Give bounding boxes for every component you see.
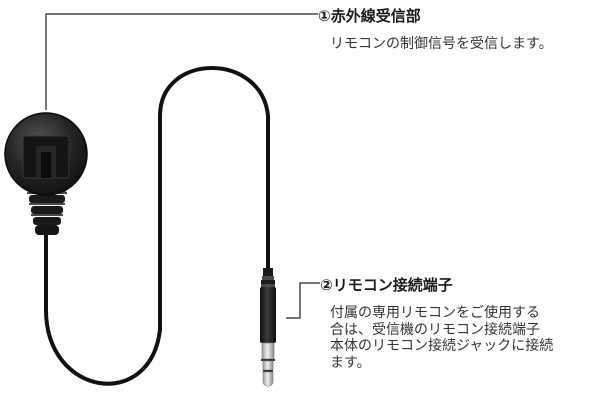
ir-receiver [4, 112, 88, 235]
leader-line-2 [286, 282, 320, 319]
leader-line-1 [45, 13, 318, 110]
callout-description-line: リモコンの制御信号を受信します。 [330, 36, 553, 52]
callout-title: ②リモコン接続端子 [320, 276, 453, 294]
callout-description-line: 本体のリモコン接続ジャックに接続 [330, 338, 554, 354]
callout-remote-terminal: ②リモコン接続端子 付属の専用リモコンをご使用する 合は、受信機のリモコン接続端… [320, 276, 553, 371]
callout-description: 付属の専用リモコンをご使用する 合は、受信機のリモコン接続端子 本体のリモコン接… [330, 305, 553, 371]
callout-ir-receiver: ①赤外線受信部 リモコンの制御信号を受信します。 [318, 7, 553, 52]
callout-description-line: 付属の専用リモコンをご使用する [330, 305, 540, 321]
mini-plug [260, 268, 276, 387]
callout-description: リモコンの制御信号を受信します。 [330, 36, 553, 53]
callout-title: ①赤外線受信部 [318, 7, 421, 25]
cable [44, 66, 270, 386]
callout-description-line: ます。 [330, 354, 371, 371]
callout-description-line: 合は、受信機のリモコン接続端子 [330, 321, 540, 338]
